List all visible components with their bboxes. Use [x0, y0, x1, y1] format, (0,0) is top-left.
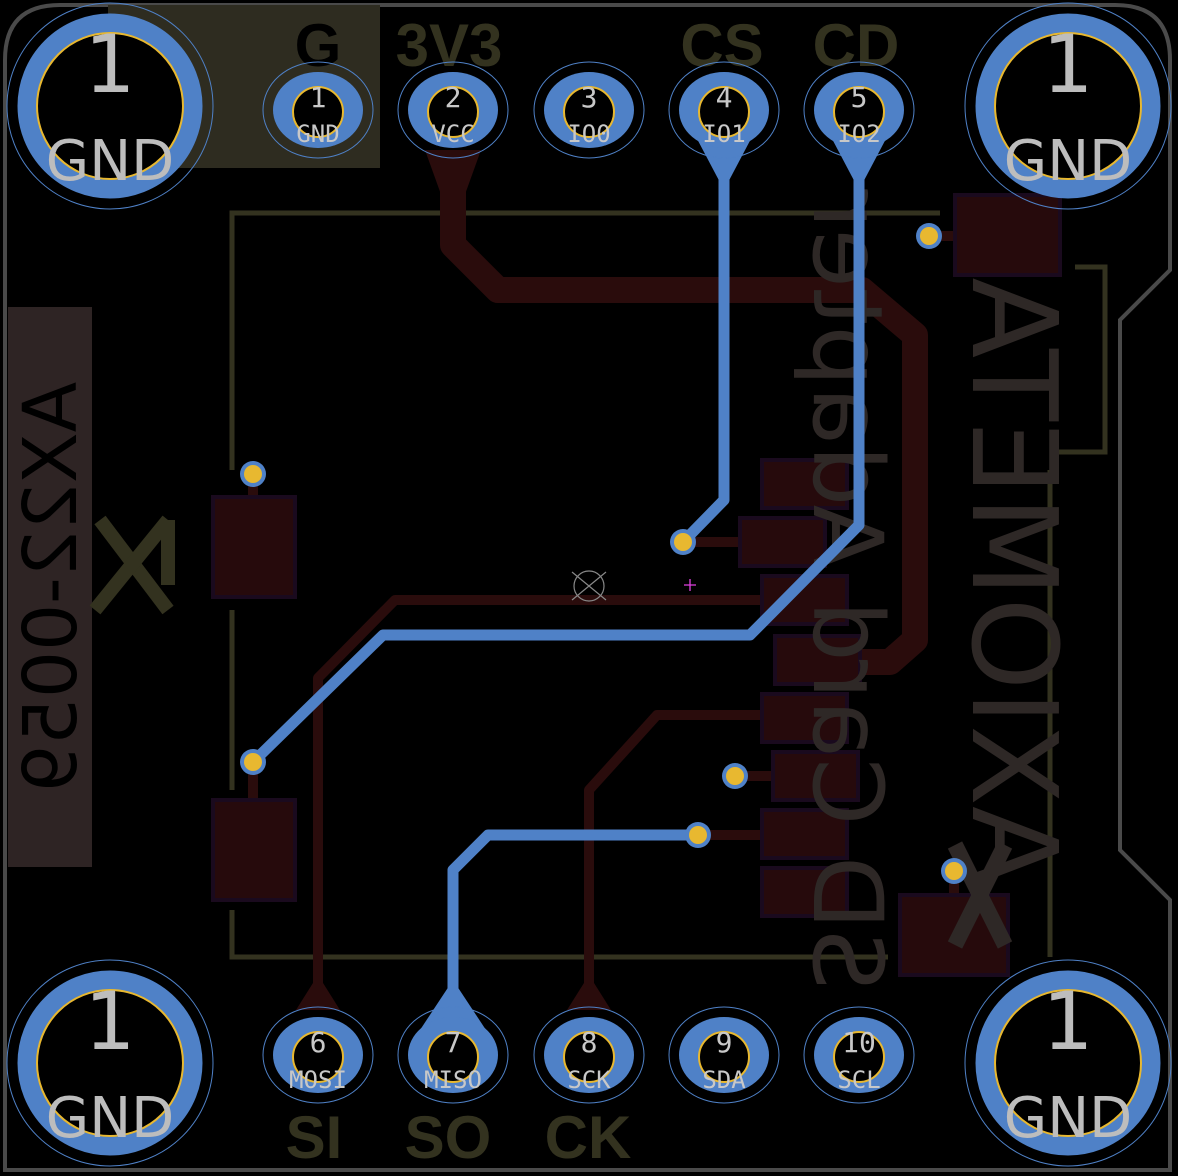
miso-teardrop: [420, 980, 486, 1030]
smd-pad: [760, 692, 849, 744]
silk-label-si: SI: [286, 1104, 343, 1171]
pin-net: IO2: [837, 120, 880, 148]
mounting-hole-bottom-right[interactable]: 1 GND: [964, 959, 1172, 1167]
pin-number: 8: [581, 1026, 598, 1059]
mosi-teardrop: [296, 975, 340, 1010]
pin-number: 9: [716, 1026, 733, 1059]
pin-net: IO1: [702, 120, 745, 148]
via: [722, 763, 748, 789]
origin-cross-icon: [684, 579, 696, 591]
fiducial-mark: [571, 570, 607, 602]
silk-label-so: SO: [405, 1104, 492, 1171]
via: [670, 529, 696, 555]
smd-pad: [773, 634, 862, 686]
pin-number: 10: [842, 1026, 876, 1059]
vcc-trace: [440, 150, 928, 675]
sck-teardrop: [567, 975, 611, 1010]
io1-teardrop: [695, 135, 753, 190]
mounting-hole-top-right[interactable]: 1 GND: [964, 2, 1172, 210]
silk-label-3v3: 3V3: [396, 12, 503, 79]
hole-net: GND: [1004, 129, 1132, 194]
pin-net: MISO: [424, 1066, 482, 1094]
silk-label-ck: CK: [545, 1104, 632, 1171]
io2-teardrop: [830, 135, 888, 190]
bottom-copper-traces: [249, 150, 865, 1000]
pin-net: IO0: [567, 120, 610, 148]
pin-number: 3: [581, 81, 598, 114]
pin-number: 1: [310, 81, 327, 114]
ax-logo-right: [947, 841, 1013, 949]
via: [941, 858, 967, 884]
silk-label-cd: CD: [813, 12, 900, 79]
smd-pad: [738, 516, 827, 568]
hole-number: 1: [1043, 975, 1094, 1068]
hole-number: 1: [1043, 18, 1094, 111]
mounting-hole-top-left[interactable]: 1 GND: [6, 2, 214, 210]
pin-number: 7: [445, 1026, 462, 1059]
via: [240, 461, 266, 487]
connector-silk-outline: [229, 210, 1108, 960]
smd-pad: [953, 193, 1062, 277]
vias: [240, 223, 967, 884]
io2-trace: [249, 150, 865, 766]
via: [916, 223, 942, 249]
brand-text: AXIOMETA: [945, 277, 1083, 886]
pin-net: SDA: [702, 1066, 746, 1094]
silk-label-cs: CS: [680, 12, 763, 79]
silk-label-g: G: [295, 12, 342, 79]
part-number-block: [8, 307, 92, 867]
sck-trace: [584, 710, 790, 1000]
smd-pad: [760, 866, 849, 918]
pin-net: SCK: [567, 1066, 611, 1094]
pin-number: 4: [716, 81, 733, 114]
hole-net: GND: [46, 1086, 174, 1151]
pin-number: 6: [310, 1026, 327, 1059]
pin-net: GND: [296, 120, 339, 148]
smd-pad: [760, 458, 849, 510]
via: [685, 822, 711, 848]
product-name-text: SD Card Adapter: [791, 189, 903, 991]
hole-net: GND: [46, 129, 174, 194]
pin-net: MOSI: [289, 1066, 347, 1094]
hole-number: 1: [85, 18, 136, 111]
vcc-teardrop: [425, 150, 481, 200]
ax-logo-left: [89, 515, 175, 615]
mounting-hole-bottom-left[interactable]: 1 GND: [6, 959, 214, 1167]
pin-number: 5: [851, 81, 868, 114]
pin-net: VCC: [431, 120, 474, 148]
mosi-trace: [313, 595, 790, 1000]
io1-trace: [679, 150, 730, 546]
pin-net: SCL: [837, 1066, 880, 1094]
board-outline: [3, 3, 1172, 1172]
hole-net: GND: [1004, 1086, 1132, 1151]
smd-pads[interactable]: [211, 193, 1062, 977]
via: [240, 749, 266, 775]
pin-number: 2: [445, 81, 462, 114]
smd-pad: [211, 798, 297, 902]
hole-number: 1: [85, 975, 136, 1068]
part-number-text: AX22-0059: [8, 382, 94, 793]
smd-pad: [760, 808, 849, 860]
smd-pad: [771, 750, 860, 802]
miso-trace: [447, 829, 698, 1000]
smd-pad: [211, 495, 297, 599]
